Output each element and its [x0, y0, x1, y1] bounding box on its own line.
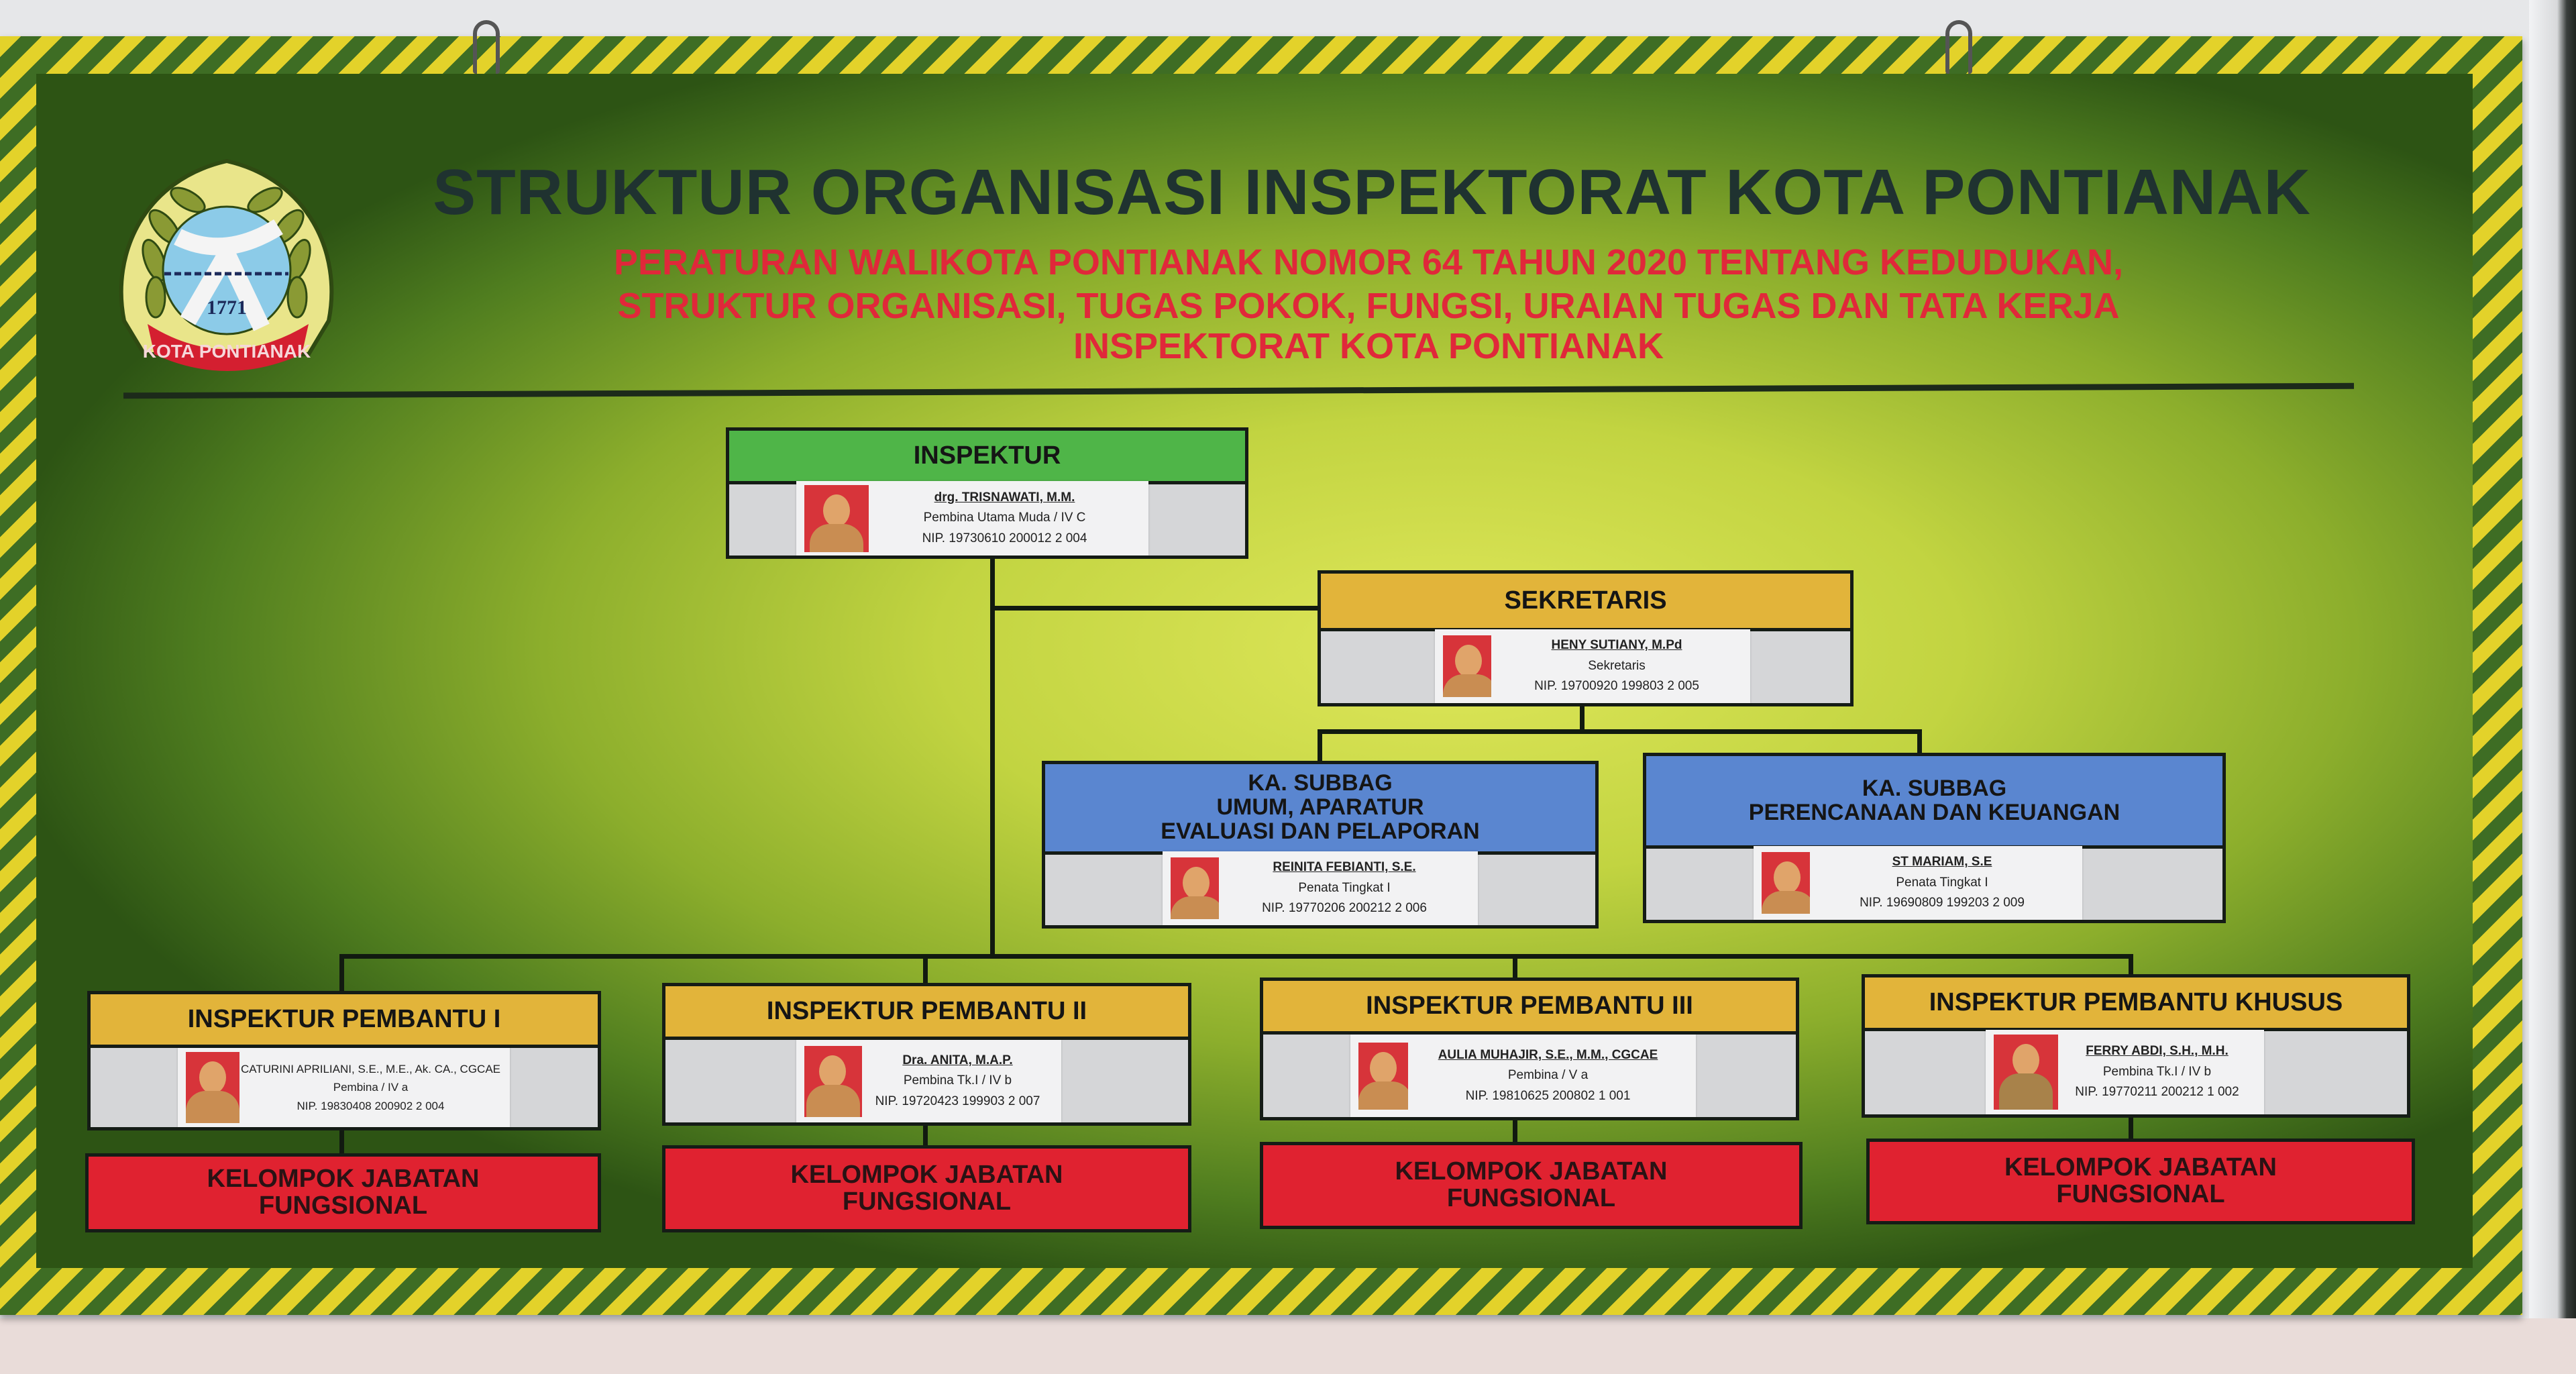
person-photo — [1994, 1035, 2058, 1110]
person-name: Dra. ANITA, M.A.P. — [902, 1053, 1013, 1067]
unit-title: INSPEKTUR PEMBANTU KHUSUS — [1865, 977, 2407, 1031]
unit-inspektur-pembantu-khusus: INSPEKTUR PEMBANTU KHUSUS FERRY ABDI, S.… — [1862, 974, 2410, 1118]
person-nip: NIP. 19830408 200902 2 004 — [297, 1099, 445, 1112]
person-rank: Penata Tingkat I — [1896, 875, 1988, 890]
person-name: AULIA MUHAJIR, S.E., M.M., CGCAE — [1438, 1047, 1658, 1062]
person-card: ST MARIAM, S.E Penata Tingkat I NIP. 19690… — [1754, 846, 2082, 920]
person-photo — [804, 1045, 862, 1117]
person-card: Dra. ANITA, M.A.P. Pembina Tk.I / IV b NIP… — [796, 1040, 1061, 1122]
connector-line — [339, 954, 2133, 959]
wall-bottom — [0, 1318, 2576, 1374]
person-nip: NIP. 19810625 200802 1 001 — [1465, 1088, 1631, 1103]
connector-line — [1917, 729, 1922, 755]
person-photo — [1358, 1042, 1408, 1110]
person-card: drg. TRISNAWATI, M.M. Pembina Utama Muda … — [796, 481, 1148, 556]
connector-line — [990, 559, 995, 958]
unit-title: SEKRETARIS — [1321, 574, 1850, 631]
person-rank: Sekretaris — [1588, 658, 1646, 673]
person-photo — [186, 1052, 239, 1123]
wall — [2529, 0, 2576, 1374]
person-rank: Pembina Utama Muda / IV C — [923, 511, 1086, 525]
unit-inspektur-pembantu-2: INSPEKTUR PEMBANTU II Dra. ANITA, M.A.P.… — [662, 983, 1191, 1126]
person-photo — [1762, 852, 1810, 914]
person-rank: Pembina / IV a — [333, 1081, 409, 1094]
person-nip: NIP. 19720423 199903 2 007 — [875, 1094, 1040, 1108]
kelompok-jabatan-fungsional-1: KELOMPOK JABATAN FUNGSIONAL — [85, 1153, 601, 1232]
person-card: AULIA MUHAJIR, S.E., M.M., CGCAE Pembina … — [1350, 1035, 1696, 1117]
person-name: drg. TRISNAWATI, M.M. — [934, 490, 1075, 505]
unit-inspektur-pembantu-3: INSPEKTUR PEMBANTU III AULIA MUHAJIR, S.… — [1260, 977, 1799, 1120]
subtitle-line-1: PERATURAN WALIKOTA PONTIANAK NOMOR 64 TA… — [613, 242, 2124, 282]
person-rank: Pembina Tk.I / IV b — [2102, 1064, 2212, 1079]
unit-title: INSPEKTUR PEMBANTU II — [665, 986, 1188, 1040]
unit-title: KA. SUBBAG PERENCANAAN DAN KEUANGAN — [1646, 756, 2222, 849]
svg-text:KOTA PONTIANAK: KOTA PONTIANAK — [143, 341, 311, 362]
page-title: STRUKTUR ORGANISASI INSPEKTORAT KOTA PON… — [433, 156, 2311, 228]
person-nip: NIP. 19730610 200012 2 004 — [922, 531, 1087, 545]
connector-line — [1318, 729, 1322, 763]
unit-inspektur: INSPEKTUR drg. TRISNAWATI, M.M. Pembina U… — [726, 427, 1248, 559]
unit-subbag-umum: KA. SUBBAG UMUM, APARATUR EVALUASI DAN P… — [1042, 761, 1599, 929]
person-nip: NIP. 19690809 199203 2 009 — [1860, 896, 2025, 910]
kota-pontianak-logo: 1771 KOTA PONTIANAK — [119, 158, 334, 371]
person-photo — [1171, 857, 1219, 919]
person-card: FERRY ABDI, S.H., M.H. Pembina Tk.I / IV … — [1986, 1030, 2264, 1114]
subtitle-line-2: STRUKTUR ORGANISASI, TUGAS POKOK, FUNGSI… — [617, 286, 2120, 326]
person-name: REINITA FEBIANTI, S.E. — [1273, 860, 1416, 875]
person-name: CATURINI APRILIANI, S.E., M.E., Ak. CA.,… — [241, 1063, 500, 1076]
unit-title: INSPEKTUR PEMBANTU III — [1263, 981, 1796, 1035]
svg-text:1771: 1771 — [207, 297, 247, 319]
unit-inspektur-pembantu-1: INSPEKTUR PEMBANTU I CATURINI APRILIANI,… — [87, 991, 601, 1130]
subtitle-line-3: INSPEKTORAT KOTA PONTIANAK — [1073, 326, 1664, 366]
person-name: ST MARIAM, S.E — [1892, 855, 1992, 869]
unit-title: KA. SUBBAG UMUM, APARATUR EVALUASI DAN P… — [1045, 764, 1595, 855]
kelompok-jabatan-fungsional-khusus: KELOMPOK JABATAN FUNGSIONAL — [1866, 1139, 2415, 1224]
hook-icon — [473, 20, 500, 74]
connector-line — [1318, 729, 1921, 734]
connector-line — [1580, 706, 1585, 733]
person-photo — [804, 484, 869, 552]
hook-icon — [1945, 20, 1972, 74]
person-card: CATURINI APRILIANI, S.E., M.E., Ak. CA.,… — [178, 1048, 510, 1127]
person-card: REINITA FEBIANTI, S.E. Penata Tingkat I NI… — [1163, 851, 1478, 925]
person-name: HENY SUTIANY, M.Pd — [1551, 638, 1682, 653]
person-nip: NIP. 19770206 200212 2 006 — [1262, 901, 1427, 916]
kelompok-jabatan-fungsional-2: KELOMPOK JABATAN FUNGSIONAL — [662, 1145, 1191, 1232]
kelompok-jabatan-fungsional-3: KELOMPOK JABATAN FUNGSIONAL — [1260, 1142, 1803, 1229]
person-rank: Pembina Tk.I / IV b — [903, 1073, 1012, 1088]
person-nip: NIP. 19770211 200212 1 002 — [2075, 1085, 2239, 1100]
person-rank: Pembina / V a — [1507, 1068, 1589, 1083]
person-photo — [1443, 635, 1491, 697]
person-name: FERRY ABDI, S.H., M.H. — [2086, 1044, 2229, 1059]
unit-title: INSPEKTUR PEMBANTU I — [91, 994, 598, 1048]
unit-subbag-perencanaan-keuangan: KA. SUBBAG PERENCANAAN DAN KEUANGAN ST M… — [1643, 753, 2226, 923]
person-rank: Penata Tingkat I — [1298, 880, 1391, 895]
unit-title: INSPEKTUR — [729, 431, 1245, 484]
connector-line — [990, 606, 1319, 611]
person-nip: NIP. 19700920 199803 2 005 — [1534, 679, 1699, 694]
